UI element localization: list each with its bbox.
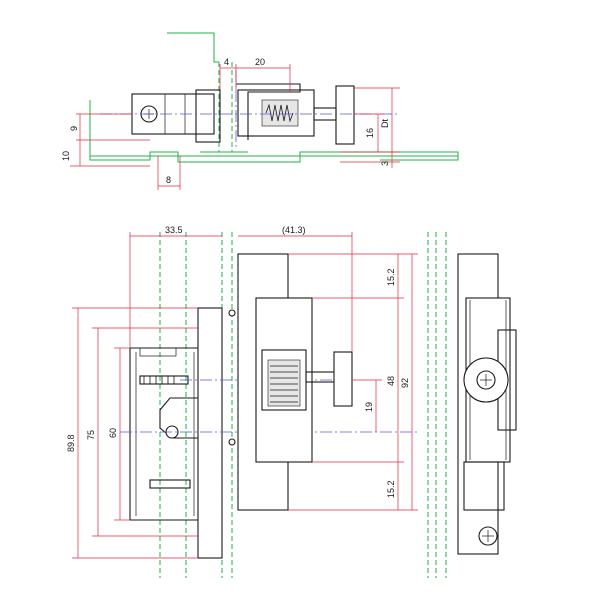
side-keeper-foot — [463, 461, 505, 511]
dim-33-5-label: 33.5 — [165, 225, 183, 235]
dim-10-label: 10 — [61, 151, 71, 161]
dim-20-label: 20 — [255, 57, 265, 67]
front-keeper-spring-box — [267, 359, 301, 407]
dim-60-label: 60 — [108, 428, 118, 438]
top-keeper-spring-box — [261, 99, 299, 127]
front-latch-plate — [197, 307, 223, 559]
front-latch-body — [129, 347, 201, 521]
top-keeper-bracket — [236, 83, 301, 140]
front-view: 33.5 (41.3) 92 15.2 48 15.2 19 89.8 75 6 — [66, 225, 420, 578]
top-latch-plate — [195, 89, 221, 143]
dim-16-label: 16 — [365, 128, 375, 138]
front-keeper-spring — [270, 365, 298, 403]
dim-75-label: 75 — [86, 430, 96, 440]
dim-15-2-bottom-label: 15.2 — [386, 480, 396, 498]
top-view-frame-lower — [89, 100, 459, 163]
side-view — [427, 232, 517, 578]
dim-8-label: 8 — [166, 175, 171, 185]
front-keeper-screw-bottom — [228, 438, 236, 446]
dim-3-label: 3 — [380, 161, 390, 166]
top-view: 4 20 9 10 8 Dt 16 3 — [61, 32, 459, 190]
top-view-frame-upper — [167, 32, 219, 63]
dim-4-label: 4 — [224, 57, 229, 67]
dim-92-label: 92 — [400, 378, 410, 388]
front-keeper-screw-top — [228, 309, 236, 317]
dim-89-8-label: 89.8 — [66, 434, 76, 452]
dim-9-label: 9 — [69, 126, 79, 131]
front-latch-spring-upper — [143, 376, 175, 384]
dim-48-label: 48 — [386, 376, 396, 386]
front-latch-top-cap — [139, 347, 177, 357]
dim-19-label: 19 — [364, 402, 374, 412]
dim-15-2-top-label: 15.2 — [386, 268, 396, 286]
front-latch-pin-lower — [149, 479, 191, 489]
top-keeper-spring — [265, 103, 294, 123]
front-knob-icon — [333, 351, 353, 407]
dim-dt-label: Dt — [380, 119, 390, 128]
dim-41-3-label: (41.3) — [282, 225, 306, 235]
top-knob-icon — [335, 85, 355, 145]
